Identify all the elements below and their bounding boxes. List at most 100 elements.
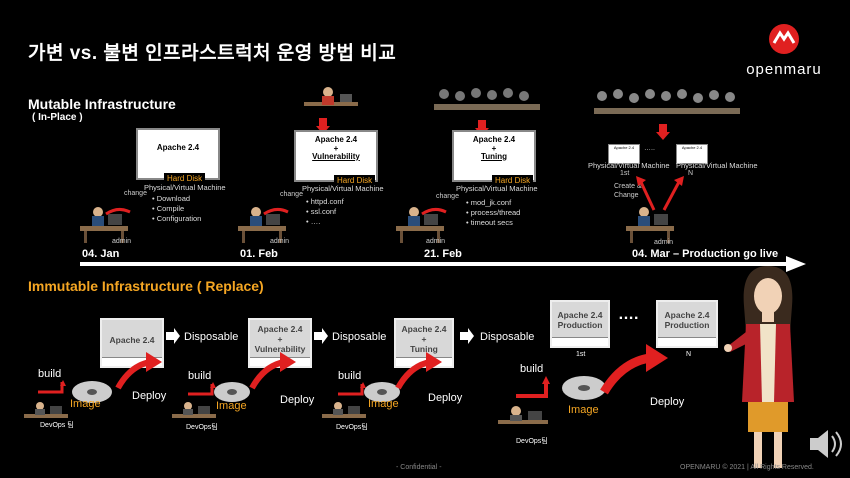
build-label: build <box>520 363 544 375</box>
change-label: Change <box>614 192 639 199</box>
devops-desk-icon <box>322 402 366 418</box>
deploy-label: Deploy <box>650 396 685 408</box>
copyright-label: OPENMARU © 2021 | All Rights Reserved. <box>680 464 814 471</box>
fork-arrows-icon <box>636 176 684 211</box>
pvm-label-left: Physical/Virtual Machine <box>588 161 670 170</box>
image-box-4: Apache 2.4 Production <box>550 300 610 348</box>
machine-label-line: Apache 2.4 <box>314 135 358 144</box>
bullet-item: timeout secs <box>466 218 520 228</box>
date-label: 21. Feb <box>424 248 462 260</box>
mutable-subheading: ( In-Place ) <box>32 112 83 123</box>
disk-bar <box>658 337 716 346</box>
disposable-label: Disposable <box>332 331 387 343</box>
bullet-item: Download <box>152 194 201 204</box>
build-arrow-disc-icon <box>38 380 112 403</box>
instance-first-label: 1st <box>620 170 630 177</box>
devops-team-label: DevOps팀 <box>186 424 218 431</box>
machine-box-stage-2: Apache 2.4 + Vulnerability Hard Disk <box>294 130 378 186</box>
admin-desk-icon <box>626 207 674 243</box>
logo-text: openmaru <box>746 61 822 78</box>
machine-box-stage-3: Apache 2.4 + Tuning Hard Disk <box>452 130 536 186</box>
machine-label-line: + <box>333 143 339 153</box>
bullet-list-stage-2: httpd.conf ssl.conf …. <box>306 197 344 227</box>
machine-label-line: Vulnerability <box>312 151 360 161</box>
team-crowd-icon <box>434 88 540 110</box>
machine-label-line: Apache 2.4 <box>472 135 516 144</box>
slide-title: 가변 vs. 불변 인프라스트럭처 운영 방법 비교 <box>28 43 397 64</box>
timeline-arrow <box>80 256 806 272</box>
build-label: build <box>338 370 362 382</box>
machine-box-stage-1: Apache 2.4 Hard Disk <box>136 128 220 184</box>
bullet-item: ssl.conf <box>306 207 344 217</box>
machine-label-line: Tuning <box>480 151 508 161</box>
box-label-line: Apache 2.4 <box>401 324 447 334</box>
pvm-label: Physical/Virtual Machine <box>144 183 226 192</box>
bullet-item: mod_jk.conf <box>466 198 520 208</box>
deploy-curved-arrow-icon <box>249 352 296 390</box>
mini-machine-1: Apache 2.4 <box>608 144 640 164</box>
instance-n-label: N <box>688 170 694 177</box>
devops-team-label: DevOps팀 <box>516 438 548 445</box>
admin-label: admin <box>426 238 446 245</box>
disposable-label: Disposable <box>480 331 535 343</box>
change-label: change <box>280 191 303 198</box>
disposable-label: Disposable <box>184 331 239 343</box>
date-label: 04. Jan <box>82 248 120 260</box>
image-label: Image <box>368 398 399 410</box>
dots-label: …. <box>618 306 639 323</box>
image-label: Image <box>568 404 599 416</box>
deploy-label: Deploy <box>428 392 463 404</box>
devops-team-label: DevOps팀 <box>336 424 368 431</box>
down-arrow-icon <box>656 124 670 140</box>
devops-desk-icon <box>172 402 216 418</box>
box-number-label: N <box>686 351 692 358</box>
right-arrow-icon <box>314 328 328 344</box>
speaker-icon[interactable] <box>806 424 846 464</box>
devops-desk-icon <box>498 406 548 424</box>
mini-machine-n: Apache 2.4 <box>676 144 708 164</box>
build-label: build <box>188 370 212 382</box>
box-label-line: + <box>421 334 427 344</box>
box-label-line: Tuning <box>410 344 438 354</box>
dots-label: ….. <box>644 145 655 152</box>
build-arrow-disc-icon <box>338 382 400 402</box>
admin-label: admin <box>270 238 290 245</box>
large-team-crowd-icon <box>594 89 740 114</box>
hard-disk-label: Hard Disk <box>164 173 206 184</box>
right-arrow-icon <box>166 328 180 344</box>
date-label: 04. Mar – Production go live <box>632 248 779 260</box>
devops-desk-icon <box>24 402 68 418</box>
box-label-line: Apache 2.4 <box>257 324 303 334</box>
date-label: 01. Feb <box>240 248 278 260</box>
admin-desk-icon <box>396 207 447 243</box>
devops-team-label: DevOps 팀 <box>40 422 74 429</box>
bullet-item: Compile <box>152 204 201 214</box>
box-label-line: Apache 2.4 <box>557 310 603 320</box>
bullet-item: httpd.conf <box>306 197 344 207</box>
box-label-line: Vulnerability <box>254 344 306 354</box>
change-label: change <box>436 193 459 200</box>
image-box-5: Apache 2.4 Production <box>656 300 718 348</box>
bullet-list-stage-3: mod_jk.conf process/thread timeout secs <box>466 198 521 228</box>
bullet-item: process/thread <box>466 208 521 218</box>
developer-icon <box>304 87 358 106</box>
box-label-line: Apache 2.4 <box>664 310 710 320</box>
build-arrow-disc-icon <box>188 382 250 402</box>
mutable-heading: Mutable Infrastructure <box>28 96 176 112</box>
image-label: Image <box>216 400 247 412</box>
box-label-line: Apache 2.4 <box>109 335 155 345</box>
machine-label-line: + <box>491 143 497 153</box>
hard-disk-label: Hard Disk <box>334 175 376 186</box>
disk-bar <box>552 337 608 346</box>
change-label: change <box>124 190 147 197</box>
disk-bar <box>102 357 162 366</box>
admin-label: admin <box>654 239 674 246</box>
box-label-line: Production <box>664 320 710 330</box>
deploy-curved-arrow-icon <box>600 344 668 395</box>
deploy-label: Deploy <box>280 394 315 406</box>
hard-disk-label: Hard Disk <box>492 175 534 186</box>
bullet-list-stage-1: Download Compile Configuration <box>152 194 202 224</box>
bullet-item: Configuration <box>152 214 202 224</box>
presenter-woman-icon <box>724 266 794 468</box>
bullet-item: …. <box>306 217 344 227</box>
